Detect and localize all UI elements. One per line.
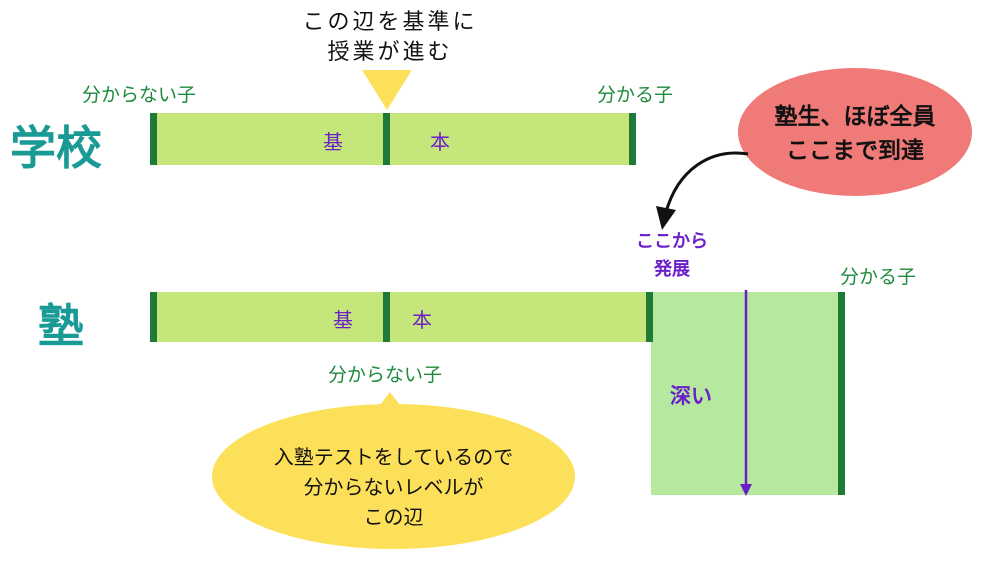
school-left-label: 分からない子 — [82, 84, 197, 106]
deep-label: 深い — [670, 384, 712, 408]
develop-label-line1: ここから — [636, 231, 708, 252]
yellow-bubble-line3: この辺 — [363, 505, 424, 529]
top-note-line1: この辺を基準に — [302, 10, 478, 35]
top-note-line2: 授業が進む — [327, 40, 453, 65]
yellow-bubble-text: 入塾テストをしているので 分からないレベルが この辺 — [212, 442, 575, 532]
school-title: 学校 — [10, 121, 102, 175]
down-arrow-icon — [740, 290, 752, 496]
yellow-bubble-line2: 分からないレベルが — [303, 475, 484, 499]
juku-title: 塾 — [38, 299, 84, 353]
juku-bar-middle-edge — [383, 292, 390, 342]
top-note: この辺を基準に 授業が進む — [250, 8, 530, 68]
juku-bar-text-right: 本 — [412, 308, 432, 332]
red-bubble-text: 塾生、ほぼ全員 ここまで到達 — [738, 100, 972, 168]
red-bubble-line1: 塾生、ほぼ全員 — [774, 104, 936, 130]
school-bar-text-right: 本 — [430, 130, 450, 154]
school-right-label: 分かる子 — [597, 84, 674, 106]
school-bar-text-left: 基 — [323, 130, 343, 154]
juku-bar-left-edge — [150, 292, 157, 342]
red-bubble — [738, 68, 972, 196]
yellow-bubble — [212, 404, 575, 549]
juku-bar — [152, 292, 648, 342]
red-bubble-line2: ここまで到達 — [786, 138, 924, 164]
deep-block-left-edge — [646, 292, 653, 342]
yellow-bubble-line1: 入塾テストをしているので — [273, 445, 514, 469]
juku-below-label: 分からない子 — [328, 364, 443, 386]
school-bar-left-edge — [150, 113, 157, 165]
school-bar-right-edge — [629, 113, 636, 165]
develop-label: ここから 発展 — [622, 228, 722, 284]
pointer-triangle-icon — [362, 70, 412, 110]
juku-right-label: 分かる子 — [840, 266, 917, 288]
develop-label-line2: 発展 — [654, 259, 690, 280]
curved-arrow-icon — [656, 151, 749, 230]
school-bar-middle-edge — [383, 113, 390, 165]
school-bar — [152, 113, 636, 165]
juku-bar-text-left: 基 — [333, 308, 353, 332]
deep-block-right-edge — [838, 292, 845, 495]
